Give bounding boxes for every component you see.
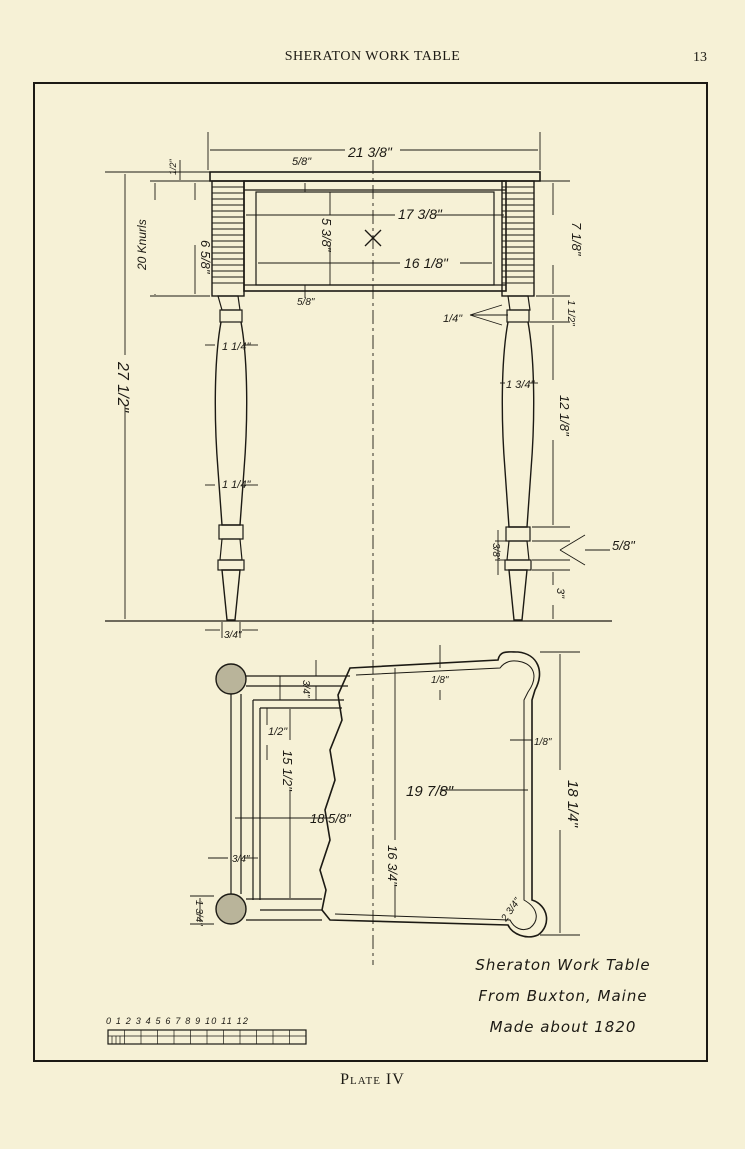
drawing-title-block: Sheraton Work Table From Buxton, Maine M… [448, 950, 678, 1043]
plan-leg-front [215, 663, 247, 695]
dim-overall-width: 21 3/8" [347, 144, 393, 160]
dim-plan-side-edge: 1/8" [534, 737, 552, 748]
dim-apron-height: 6 5/8" [198, 240, 213, 275]
scale-bar: 0 1 2 3 4 5 6 7 8 9 10 11 12 [106, 1016, 307, 1045]
plan-leg-back [215, 893, 247, 925]
title-line-1: Sheraton Work Table [475, 956, 651, 974]
dim-upper-leg-dia: 1 1/4" [222, 341, 251, 353]
scale-numbers: 0 1 2 3 4 5 6 7 8 9 10 11 12 [106, 1016, 249, 1026]
tabletop [209, 171, 541, 182]
right-leg [501, 180, 535, 621]
dim-plan-frame-depth: 18 5/8" [310, 811, 352, 826]
title-line-2: From Buxton, Maine [478, 987, 648, 1005]
dim-plan-edge: 1/8" [431, 675, 449, 686]
dim-leg-ring-small: 1/4" [443, 313, 463, 325]
dim-foot-dia: 3/4" [224, 630, 242, 641]
dim-plan-corner-radius: 2 3/4" [499, 896, 524, 925]
dim-plan-leg-offset: 3/4" [232, 854, 250, 865]
dim-overall-height: 27 1/2" [114, 361, 131, 413]
dim-knurls: 20 Knurls [135, 219, 149, 271]
drawer-frame [255, 191, 495, 286]
dim-top-thickness: 1/2" [168, 158, 178, 175]
dim-plan-depth-center: 16 3/4" [385, 845, 400, 887]
dim-foot-length: 3" [554, 588, 566, 599]
dim-inner-frame-height: 5 3/8" [319, 218, 334, 253]
dim-mid-leg-dia: 1 1/4" [222, 479, 251, 491]
plan-dimension-lines [190, 645, 580, 936]
dim-plan-leg-dia: 1 3/4" [193, 900, 204, 926]
dim-drawer-inner-width: 16 1/8" [404, 255, 449, 271]
dim-leg-block: 7 1/8" [569, 222, 584, 257]
plate-caption: Plate IV [340, 1071, 405, 1088]
title-line-3: Made about 1820 [489, 1018, 637, 1036]
dim-plan-width: 19 7/8" [406, 783, 454, 800]
dim-apron-board: 5/8" [292, 156, 312, 168]
dim-bottom-rail: 5/8" [297, 297, 315, 308]
page-number: 13 [693, 50, 707, 65]
dim-plan-inner-depth: 15 1/2" [280, 750, 295, 792]
left-leg [211, 180, 248, 621]
table-plan-view: 3/4" 1/8" 1/2" 15 1/2" 18 5/8" 16 3/4" 1… [190, 645, 581, 938]
dim-plan-overall-depth: 18 1/4" [564, 780, 581, 828]
dim-leg-taper: 12 1/8" [557, 395, 572, 437]
dim-leg-right-a: 1 1/2" [565, 300, 576, 326]
elevation-dimension-lines [105, 132, 610, 638]
dim-plan-inset: 1/2" [268, 726, 288, 738]
dim-foot-collar: 3/8" [490, 543, 501, 561]
dim-leg-right-b: 1 3/4" [506, 379, 535, 391]
dim-drawer-front-width: 17 3/8" [398, 206, 443, 222]
dim-ring-spacing: 5/8" [612, 538, 636, 553]
dim-plan-rail: 3/4" [300, 680, 311, 698]
plan-top-outline [319, 651, 548, 938]
plate-frame [33, 82, 708, 1062]
page-header-title: SHERATON WORK TABLE [284, 49, 461, 64]
table-elevation: 21 3/8" 1/2" 5/8" 20 Knurls 6 5/8" 5 3/8… [105, 132, 636, 965]
